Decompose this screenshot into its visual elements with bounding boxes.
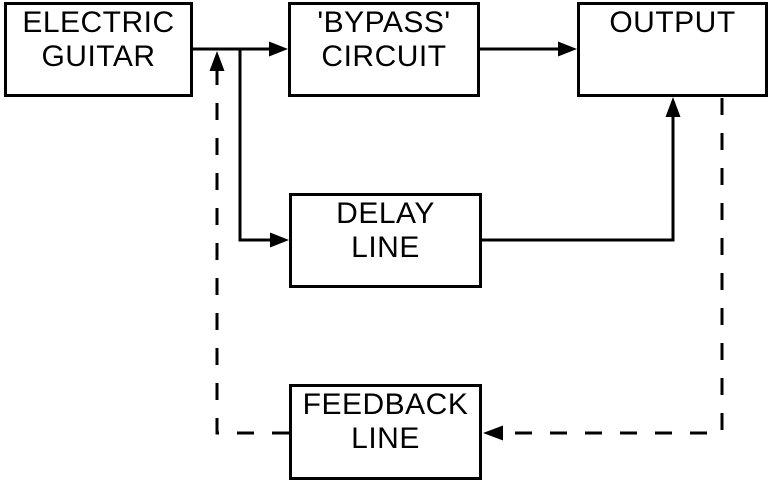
node-label-line: CIRCUIT <box>321 40 447 73</box>
edge-guitar-to-bypass-arrowhead <box>269 41 288 57</box>
node-delay-line: DELAY LINE <box>289 193 482 288</box>
edge-feedback-to-junction-line <box>215 71 289 435</box>
edge-delay-to-output-arrowhead <box>665 97 681 117</box>
node-label-line: 'BYPASS' <box>317 6 451 39</box>
node-electric-guitar: ELECTRIC GUITAR <box>4 2 193 97</box>
node-label-line: FEEDBACK <box>302 388 469 421</box>
node-label-line: GUITAR <box>41 40 156 73</box>
node-label-line: LINE <box>351 231 420 264</box>
node-label-line: ELECTRIC <box>22 6 175 39</box>
edge-output-to-feedback-line <box>503 98 724 435</box>
node-label-line: LINE <box>351 422 420 455</box>
node-label-line: DELAY <box>336 197 435 230</box>
node-output: OUTPUT <box>577 2 768 97</box>
edge-guitar-to-delay-line <box>238 49 270 242</box>
edge-delay-to-output-line <box>482 117 675 242</box>
node-feedback-line: FEEDBACK LINE <box>289 384 482 480</box>
node-bypass-circuit: 'BYPASS' CIRCUIT <box>288 2 480 97</box>
edge-output-to-feedback-arrowhead <box>483 425 503 441</box>
node-label-line: OUTPUT <box>609 6 736 39</box>
edge-bypass-to-output-arrowhead <box>558 41 577 57</box>
edge-feedback-to-junction-arrowhead <box>209 51 225 71</box>
edge-guitar-to-delay-arrowhead <box>270 232 289 248</box>
